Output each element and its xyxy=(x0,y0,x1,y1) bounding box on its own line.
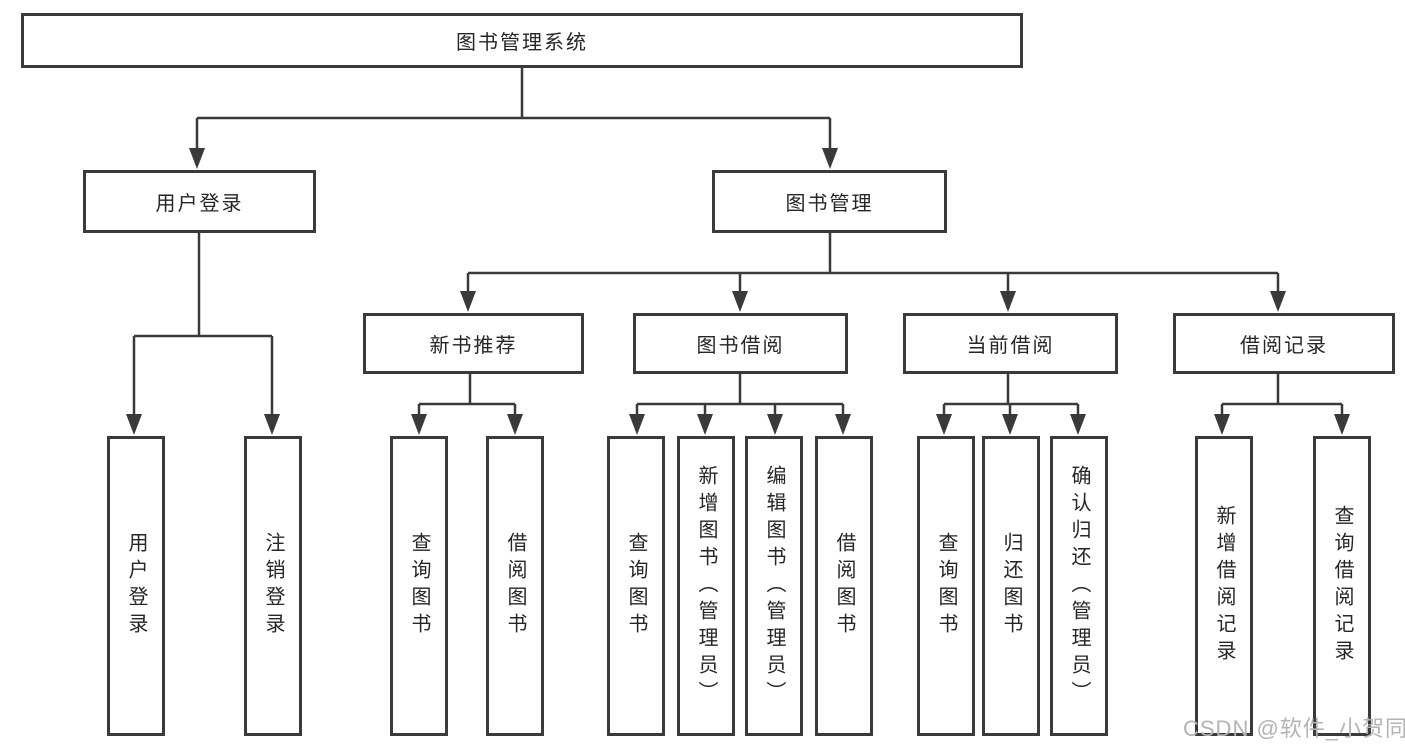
node-label: 借阅记录 xyxy=(1240,335,1328,357)
node-label: 查询图书 xyxy=(625,532,647,640)
node-leaf-query-books-recommend: 查询图书 xyxy=(390,436,448,736)
node-leaf-return-books: 归还图书 xyxy=(982,436,1040,736)
node-label: 用户登录 xyxy=(125,532,147,640)
node-leaf-borrow-books-recommend: 借阅图书 xyxy=(486,436,544,736)
edge-book-mgmt-to-level2 xyxy=(460,233,1286,312)
node-label: 查询图书 xyxy=(935,532,957,640)
edge-recommend-children xyxy=(411,374,523,435)
node-book-borrow: 图书借阅 xyxy=(633,313,848,374)
node-leaf-borrow-books: 借阅图书 xyxy=(815,436,873,736)
node-leaf-user-login: 用户登录 xyxy=(107,436,165,736)
node-label: 查询图书 xyxy=(408,532,430,640)
node-label: 用户登录 xyxy=(155,193,244,215)
node-label: 查询借阅记录 xyxy=(1331,505,1353,667)
node-borrow-records: 借阅记录 xyxy=(1173,313,1395,374)
node-label: 编辑图书（管理员） xyxy=(763,464,785,708)
node-leaf-add-borrow-record: 新增借阅记录 xyxy=(1195,436,1253,736)
node-label: 新增借阅记录 xyxy=(1213,505,1235,667)
node-label: 新书推荐 xyxy=(429,335,518,357)
node-label: 注销登录 xyxy=(262,532,284,640)
edge-current-children xyxy=(936,374,1086,435)
node-label: 借阅图书 xyxy=(504,532,526,640)
edge-borrow-children xyxy=(629,374,851,435)
node-label: 图书管理系统 xyxy=(456,32,588,54)
node-leaf-query-borrow-record: 查询借阅记录 xyxy=(1313,436,1371,736)
node-label: 当前借阅 xyxy=(966,335,1055,357)
node-label: 图书管理 xyxy=(785,193,874,215)
node-current-borrow: 当前借阅 xyxy=(903,313,1118,374)
edge-root-to-level1 xyxy=(189,68,838,169)
node-leaf-add-books-admin: 新增图书（管理员） xyxy=(677,436,735,736)
node-user-login: 用户登录 xyxy=(83,170,316,233)
node-leaf-query-books-current: 查询图书 xyxy=(917,436,975,736)
edge-user-login-children xyxy=(126,233,280,435)
node-book-management: 图书管理 xyxy=(712,170,947,233)
node-leaf-confirm-return-admin: 确认归还（管理员） xyxy=(1050,436,1108,736)
node-new-book-recommend: 新书推荐 xyxy=(363,313,584,374)
csdn-watermark: CSDN @软件_小贺同学 xyxy=(1183,716,1405,741)
node-leaf-edit-books-admin: 编辑图书（管理员） xyxy=(745,436,803,736)
edge-records-children xyxy=(1214,374,1350,435)
node-label: 图书借阅 xyxy=(696,335,785,357)
node-label: 确认归还（管理员） xyxy=(1068,464,1090,708)
node-label: 借阅图书 xyxy=(833,532,855,640)
node-label: 新增图书（管理员） xyxy=(695,464,717,708)
node-leaf-query-books-borrow: 查询图书 xyxy=(607,436,665,736)
node-leaf-logout: 注销登录 xyxy=(244,436,302,736)
node-label: 归还图书 xyxy=(1000,532,1022,640)
node-library-management-system: 图书管理系统 xyxy=(21,13,1023,68)
